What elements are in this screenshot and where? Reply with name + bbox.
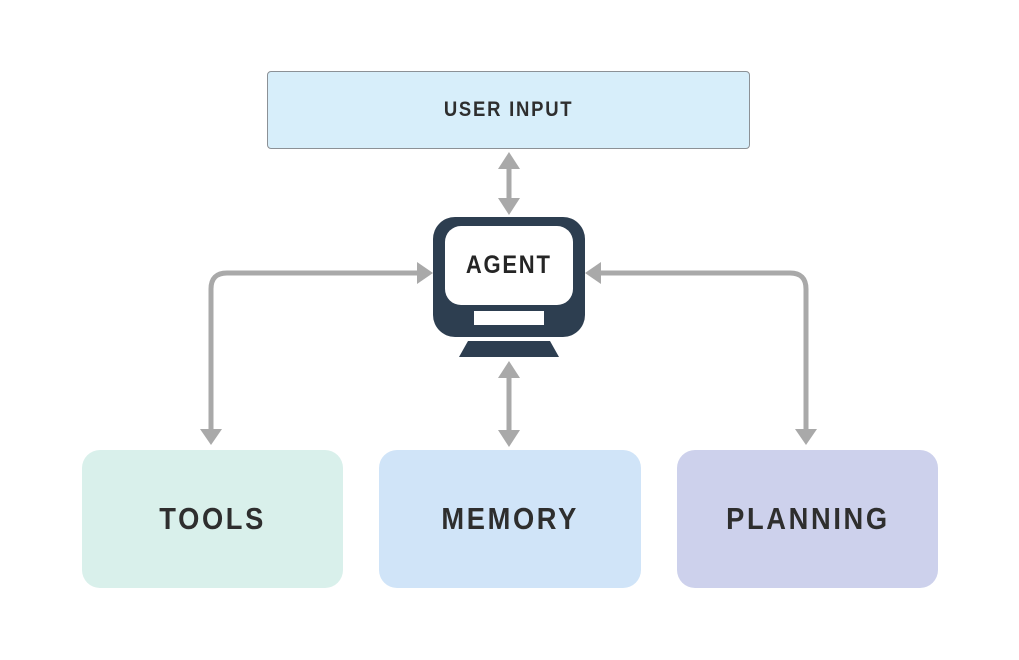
- node-memory: MEMORY: [379, 450, 641, 588]
- node-user-input: USER INPUT: [267, 71, 750, 149]
- node-planning-label: PLANNING: [725, 501, 890, 536]
- node-planning: PLANNING: [677, 450, 938, 588]
- arrowhead-down-icon: [795, 429, 817, 445]
- arrowhead-left-icon: [585, 262, 601, 284]
- arrowhead-down-icon: [498, 198, 520, 215]
- arrow-shaft: [208, 270, 417, 429]
- arrowhead-right-icon: [417, 262, 433, 284]
- arrowhead-down-icon: [200, 429, 222, 445]
- node-tools-label: TOOLS: [159, 501, 266, 536]
- arrow-shaft: [601, 270, 809, 429]
- node-agent-label: AGENT: [466, 251, 552, 279]
- node-tools: TOOLS: [82, 450, 343, 588]
- arrow-agent-memory: [498, 361, 520, 447]
- node-user-input-label: USER INPUT: [443, 98, 574, 121]
- monitor-screen: AGENT: [445, 226, 573, 305]
- arrow-user-input-agent: [498, 152, 520, 215]
- arrowhead-up-icon: [498, 152, 520, 169]
- node-memory-label: MEMORY: [441, 501, 579, 536]
- arrowhead-down-icon: [498, 430, 520, 447]
- arrow-agent-planning: [585, 262, 817, 445]
- arrowhead-up-icon: [498, 361, 520, 378]
- computer-monitor-icon: AGENT: [433, 217, 585, 337]
- node-agent: AGENT: [433, 217, 585, 357]
- monitor-slot: [474, 311, 544, 325]
- monitor-stand-icon: [459, 341, 559, 357]
- arrow-agent-tools: [200, 262, 433, 445]
